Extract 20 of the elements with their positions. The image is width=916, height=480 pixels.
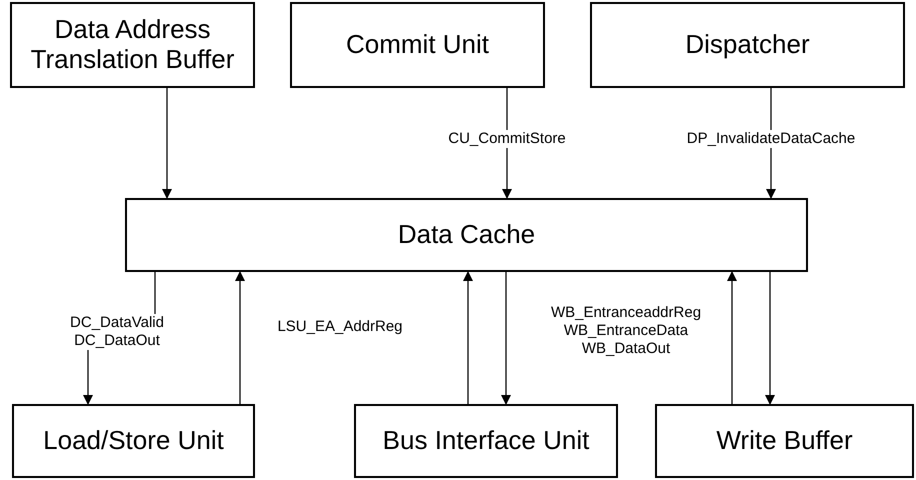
arrow <box>501 272 511 405</box>
block-box <box>655 404 914 478</box>
block-box <box>12 404 255 478</box>
block-box <box>354 404 618 478</box>
arrow <box>727 271 737 404</box>
block-label: Data Address Translation Buffer <box>30 15 236 75</box>
arrow <box>463 271 473 404</box>
block-label: Load/Store Unit <box>43 426 224 456</box>
block-box <box>10 2 255 88</box>
block-label: Dispatcher <box>685 30 810 60</box>
block-label: Data Cache <box>398 220 536 250</box>
arrow <box>235 271 245 404</box>
block-box <box>590 2 905 88</box>
arrow <box>162 88 172 199</box>
arrow <box>765 272 775 405</box>
block-label: Commit Unit <box>346 30 489 60</box>
block-label: Write Buffer <box>716 426 853 456</box>
block-box <box>125 198 808 272</box>
block-box <box>290 2 545 88</box>
block-label: Bus Interface Unit <box>382 426 590 456</box>
